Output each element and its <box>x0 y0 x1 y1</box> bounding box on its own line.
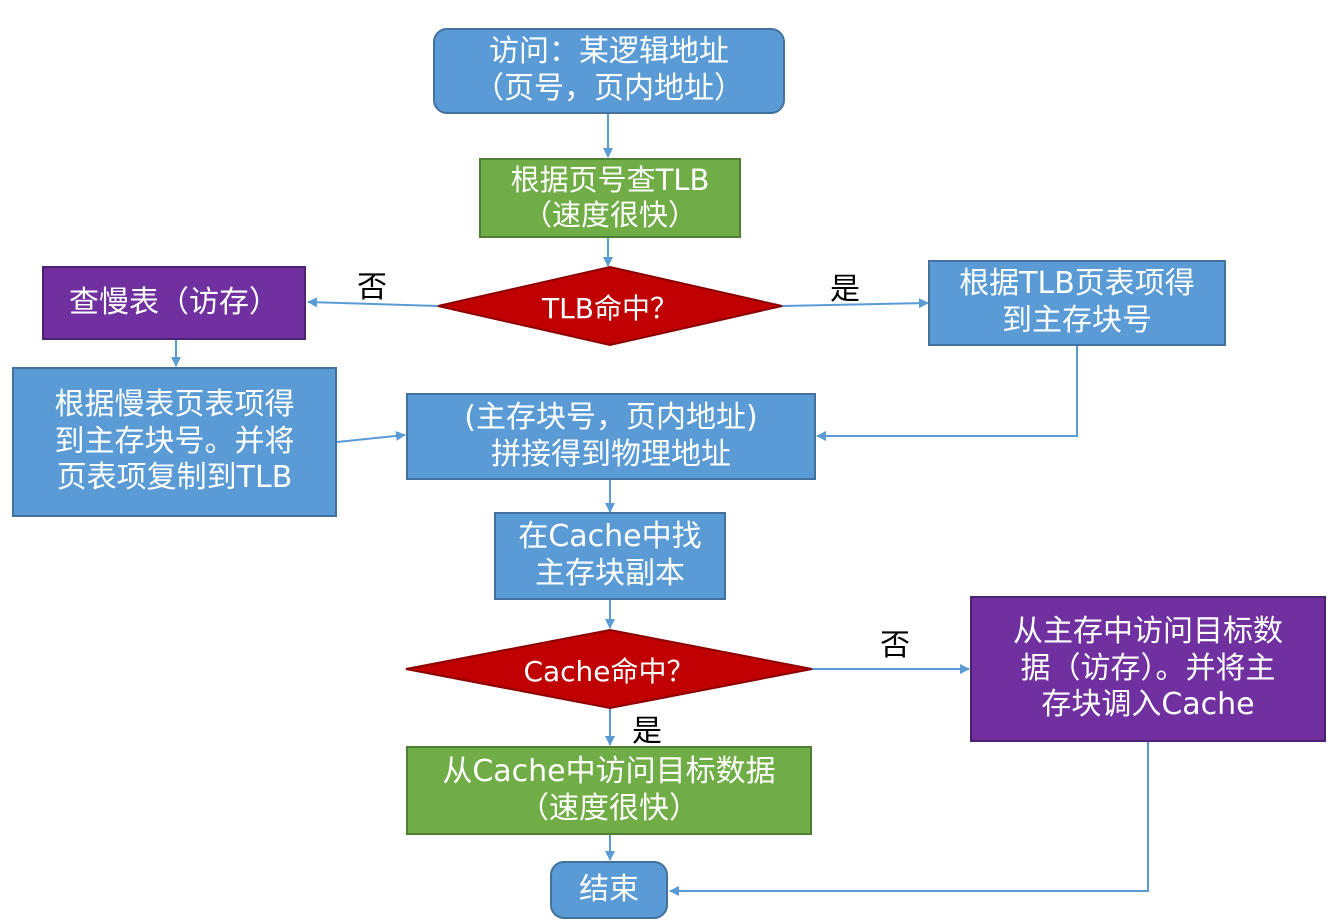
slow-table-line: 查慢表（访存） <box>69 284 279 320</box>
tlb-lookup-node: 根据页号查TLB （速度很快） <box>479 158 741 238</box>
slow-entry-line-3: 页表项复制到TLB <box>56 460 293 496</box>
memory-access-line-2: 据（访存）。并将主 <box>1020 650 1276 686</box>
tlb-entry-line-2: 到主存块号 <box>1002 303 1152 338</box>
start-line-2: （页号，页内地址） <box>474 71 744 106</box>
tlb-hit-label: TLB命中？ <box>542 292 678 325</box>
tlb-entry-node: 根据TLB页表项得 到主存块号 <box>928 260 1226 346</box>
tlb-lookup-line-1: 根据页号查TLB <box>510 162 710 197</box>
tlb-entry-line-1: 根据TLB页表项得 <box>959 266 1195 302</box>
tlb-lookup-line-2: （速度很快） <box>522 198 697 232</box>
cache-access-node: 从Cache中访问目标数据 （速度很快） <box>406 746 812 835</box>
arrow-tlb-entry-to-concat <box>816 346 1078 441</box>
cache-search-line-2: 主存块副本 <box>535 556 685 591</box>
start-line-1: 访问：某逻辑地址 <box>489 34 729 70</box>
memory-access-line-3: 存块调入Cache <box>1041 687 1255 723</box>
cache-hit-label: Cache命中？ <box>523 655 695 688</box>
cache-yes-label: 是 <box>632 714 662 749</box>
arrow-memory-access-to-end <box>669 742 1149 896</box>
cache-access-line-1: 从Cache中访问目标数据 <box>442 753 776 789</box>
slow-entry-line-2: 到主存块号。并将 <box>54 423 295 459</box>
arrow-tlb-hit-yes-to-tlb-entry <box>781 298 929 309</box>
slow-entry-line-1: 根据慢表页表项得 <box>54 387 295 423</box>
tlb-no-label: 否 <box>357 270 387 305</box>
tlb-hit-diamond <box>437 265 783 347</box>
end-node: 结束 <box>550 861 668 919</box>
concat-node: (主存块号，页内地址) 拼接得到物理地址 <box>406 393 816 480</box>
tlb-yes-label: 是 <box>830 272 860 307</box>
arrow-slow-entry-to-concat <box>336 430 406 443</box>
memory-access-line-1: 从主存中访问目标数 <box>1013 614 1283 650</box>
cache-hit-diamond <box>405 628 813 710</box>
concat-line-1: (主存块号，页内地址) <box>464 399 758 435</box>
start-node: 访问：某逻辑地址 （页号，页内地址） <box>433 28 785 114</box>
cache-search-line-1: 在Cache中找 <box>518 519 702 555</box>
cache-access-line-2: （速度很快） <box>519 790 699 826</box>
arrow-tlb-hit-no-to-slow-table <box>307 297 439 308</box>
concat-line-2: 拼接得到物理地址 <box>491 436 731 472</box>
cache-no-label: 否 <box>880 628 910 663</box>
slow-entry-node: 根据慢表页表项得 到主存块号。并将 页表项复制到TLB <box>12 367 337 517</box>
memory-access-node: 从主存中访问目标数 据（访存）。并将主 存块调入Cache <box>970 596 1326 742</box>
end-line: 结束 <box>579 871 639 907</box>
slow-table-node: 查慢表（访存） <box>42 266 306 340</box>
cache-search-node: 在Cache中找 主存块副本 <box>494 512 726 600</box>
